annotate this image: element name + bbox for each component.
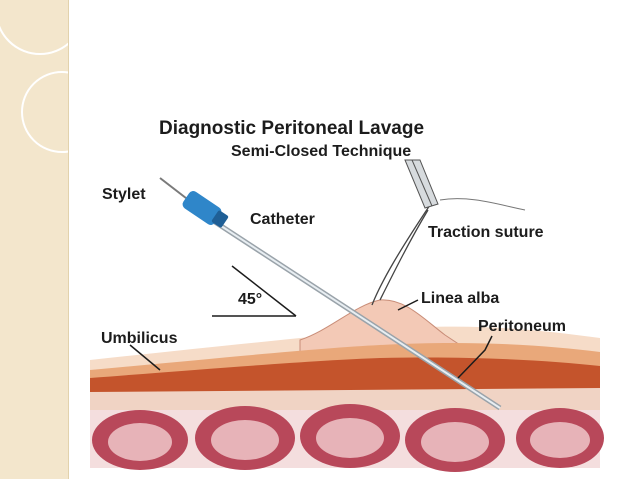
label-angle: 45° <box>238 291 263 308</box>
clamp-icon <box>404 159 439 209</box>
peritoneum-pointer <box>457 335 493 379</box>
label-umbilicus: Umbilicus <box>101 330 178 347</box>
diagram-title: Diagnostic Peritoneal Lavage <box>159 118 425 139</box>
label-traction-suture: Traction suture <box>428 224 544 241</box>
muscle-layer <box>90 357 600 394</box>
diagram-subtitle: Semi-Closed Technique <box>231 143 412 160</box>
umbilicus-pointer <box>129 344 161 371</box>
traction-suture <box>371 198 526 306</box>
peritoneum-layer <box>90 388 600 412</box>
label-peritoneum: Peritoneum <box>478 318 567 335</box>
angle-guide <box>212 265 297 317</box>
catheter-hub-icon <box>182 191 229 228</box>
bowel-loops <box>90 404 604 472</box>
linea-alba-pointer <box>397 299 419 311</box>
label-catheter: Catheter <box>250 211 315 228</box>
label-linea-alba: Linea alba <box>421 290 500 307</box>
label-stylet: Stylet <box>102 186 146 203</box>
slide-side-bar <box>0 0 69 479</box>
decorative-circles <box>0 25 68 153</box>
